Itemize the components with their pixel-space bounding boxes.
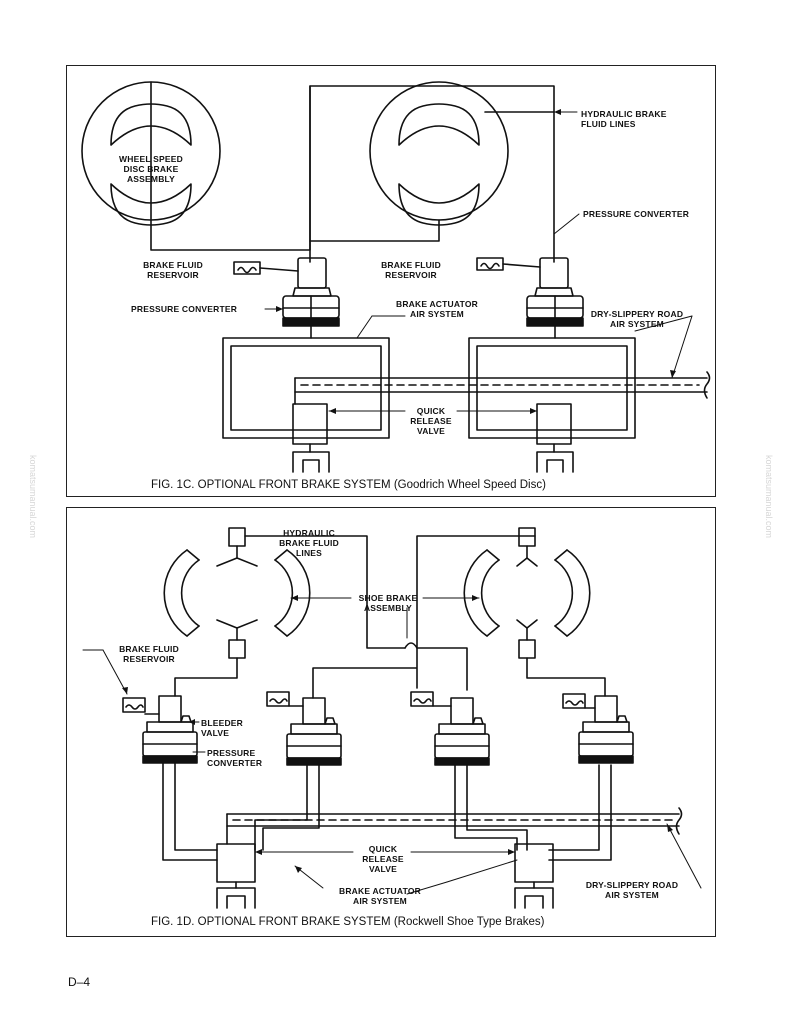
dry-slippery-pipe [294,371,711,405]
dry-slippery-pipe-1d [226,807,683,845]
figure-1d-diagram [82,527,702,909]
quick-release-valves [292,403,574,473]
label-quick-release-1d: QUICK RELEASE VALVE [362,844,404,874]
left-pressure-converter [233,257,340,327]
right-pressure-converter [476,257,584,327]
label-hydraulic-lines-1c: HYDRAULIC BRAKE FLUID LINES [581,109,667,129]
right-disc-brake [369,81,509,226]
arrow-heads-1d [122,595,673,873]
arrow-heads [276,109,676,414]
figure-1d-panel: HYDRAULIC BRAKE FLUID LINES SHOE BRAKE A… [66,507,716,937]
quick-release-valves-1d [216,843,554,909]
leader-lines [264,111,693,412]
figure-1d-caption: FIG. 1D. OPTIONAL FRONT BRAKE SYSTEM (Ro… [151,916,545,928]
figure-1c-panel: WHEEL SPEED DISC BRAKE ASSEMBLY HYDRAULI… [66,65,716,497]
label-wheel-speed-disc: WHEEL SPEED DISC BRAKE ASSEMBLY [119,154,183,184]
pressure-converters-1d [122,691,634,766]
label-reservoir-1d: BRAKE FLUID RESERVOIR [119,644,179,664]
label-actuator-air-1c: BRAKE ACTUATOR AIR SYSTEM [396,299,478,319]
label-pressure-converter-right: PRESSURE CONVERTER [583,209,690,219]
label-actuator-air-1d: BRAKE ACTUATOR AIR SYSTEM [339,886,421,906]
label-reservoir-left-1c: BRAKE FLUID RESERVOIR [143,260,203,280]
label-dry-slippery-1c: DRY-SLIPPERY ROAD AIR SYSTEM [590,309,684,329]
hydraulic-lines [150,81,555,263]
actuator-air-lines [222,325,636,439]
watermark-left: komatsumanual.com [28,455,38,539]
right-shoe-brake [463,527,591,659]
page-number: D–4 [68,975,91,989]
leader-lines-1d [82,535,702,895]
label-hydraulic-lines-1d: HYDRAULIC BRAKE FLUID LINES [279,528,339,558]
label-pressure-converter-1d: PRESSURE CONVERTER [207,748,263,768]
label-bleeder-valve: BLEEDER VALVE [201,718,244,738]
figure-1c-caption: FIG. 1C. OPTIONAL FRONT BRAKE SYSTEM (Go… [151,479,546,491]
hydraulic-lines-1d [174,535,606,699]
left-shoe-brake [163,527,311,659]
figure-1c-diagram [81,81,711,473]
label-pressure-converter-left: PRESSURE CONVERTER [131,304,238,314]
label-reservoir-right-1c: BRAKE FLUID RESERVOIR [381,260,441,280]
watermark-right: komatsumanual.com [764,455,774,539]
label-quick-release-1c: QUICK RELEASE VALVE [410,406,452,436]
label-shoe-brake: SHOE BRAKE ASSEMBLY [358,593,418,613]
label-dry-slippery-1d: DRY-SLIPPERY ROAD AIR SYSTEM [585,880,679,900]
